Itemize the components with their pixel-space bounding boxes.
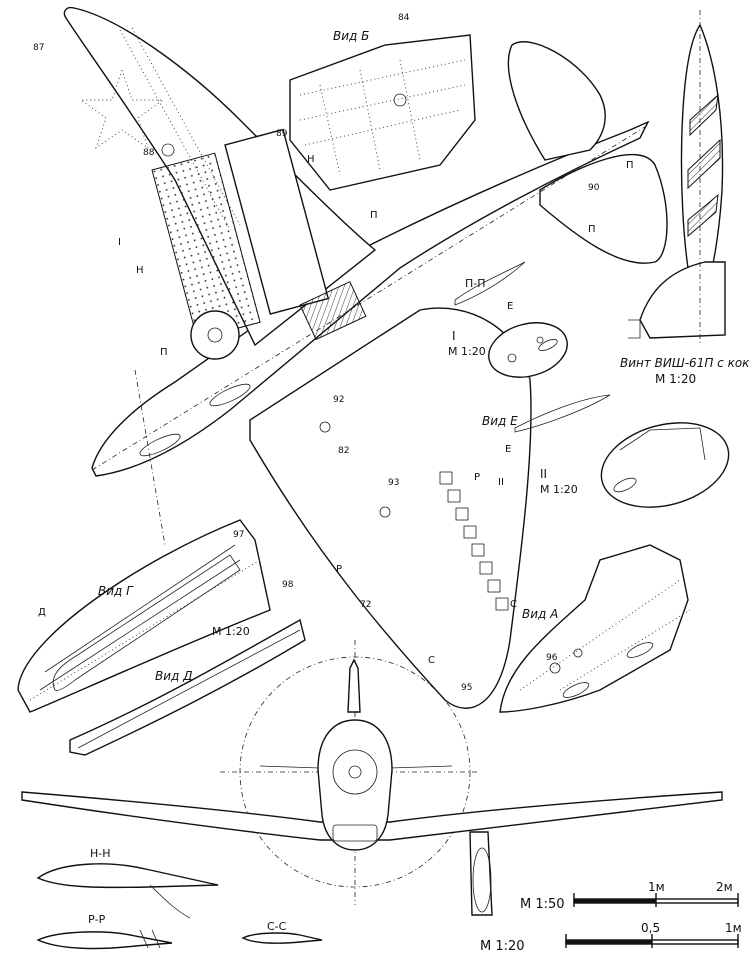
access-port-93 (379, 506, 391, 518)
section-ss-profile (241, 932, 323, 944)
access-port-88 (161, 143, 175, 157)
label-section-2: II (540, 467, 547, 481)
mark-r-mid: Р (336, 564, 342, 575)
mark-i: I (118, 237, 121, 248)
callout-96: 96 (546, 653, 558, 663)
scale-tick-1m-b: 1м (725, 921, 742, 935)
callout-82: 82 (338, 446, 349, 456)
mark-s-lower: С (428, 655, 435, 666)
mark-e-arrow: Е (505, 444, 511, 455)
label-section-1: I (452, 329, 456, 343)
label-section-nn: Н-Н (90, 847, 111, 860)
plan-stabilizer-lower (539, 154, 668, 264)
scale-bar-1-20 (565, 934, 739, 948)
scale-label-1-20: М 1:20 (480, 939, 525, 954)
mark-p-stab: П (626, 160, 634, 171)
callout-98: 98 (282, 580, 294, 590)
label-section-ss: С-С (267, 920, 287, 933)
view-g-detail (17, 519, 271, 713)
mark-p-wing: П (370, 210, 378, 221)
front-fuselage (317, 719, 393, 851)
label-section-rr: Р-Р (88, 913, 106, 926)
label-view-d: Вид Д (155, 669, 193, 683)
callout-88: 88 (143, 148, 155, 158)
propeller-caption: Винт ВИШ-61П с коком (620, 356, 750, 370)
front-fin (347, 658, 361, 713)
plan-slats-lower (439, 471, 509, 611)
label-view-a: Вид А (522, 607, 558, 621)
mark-ii: II (498, 477, 504, 488)
plan-hatched-panel (299, 281, 367, 341)
label-section-pp: П-П (465, 277, 486, 290)
mark-r-wing: Р (474, 472, 480, 483)
scale-label-1-50: М 1:50 (520, 897, 565, 912)
star-insignia (79, 68, 165, 150)
plan-wheel-bay (190, 310, 240, 360)
mark-s-wing: С (510, 599, 517, 610)
scale-tick-1m: 1м (648, 880, 665, 894)
label-section-1-scale: М 1:20 (448, 345, 486, 358)
mark-e: Е (507, 301, 513, 312)
mark-d: Д (38, 607, 46, 618)
mark-n-upper: Н (307, 154, 315, 165)
propeller-spinner (639, 261, 726, 339)
front-tailplane (259, 765, 453, 769)
label-view-b: Вид Б (333, 29, 369, 43)
label-view-e: Вид Е (482, 414, 518, 428)
plan-fuselage (91, 120, 650, 477)
view-b-detail (289, 34, 476, 191)
callout-84: 84 (398, 13, 410, 23)
section-details-right (454, 261, 730, 508)
callout-90: 90 (588, 183, 600, 193)
view-e-profile (514, 394, 611, 433)
propeller-detail (628, 10, 726, 345)
scale-bar-1-50 (573, 893, 739, 907)
section-I-plate (488, 322, 568, 378)
access-port-92 (319, 421, 331, 433)
plan-stabilizer-upper (507, 41, 606, 161)
section-pp-profile (454, 261, 526, 306)
view-d-detail (69, 618, 306, 756)
view-a-detail (499, 544, 691, 713)
section-II-detail (600, 422, 730, 508)
callout-89: 89 (276, 129, 288, 139)
dimension-line (134, 369, 166, 546)
section-nn-profile (36, 863, 219, 889)
callout-92: 92 (333, 395, 344, 405)
callout-87: 87 (33, 43, 44, 53)
label-section-2-scale: М 1:20 (540, 483, 578, 496)
plan-side-hatch (209, 383, 251, 407)
callout-95: 95 (461, 683, 472, 693)
label-view-g: Вид Г (98, 584, 134, 598)
scale-tick-05: 0,5 (641, 921, 660, 935)
mark-n-left: Н (136, 265, 144, 276)
callout-72: 72 (360, 600, 371, 610)
plan-cockpit-hatch (139, 433, 181, 457)
propeller-scale: М 1:20 (655, 372, 696, 386)
mark-p-left: П (160, 347, 168, 358)
section-rr-profile (36, 931, 173, 950)
mark-p-stab2: П (588, 224, 596, 235)
front-view (21, 640, 723, 916)
callout-93: 93 (388, 478, 399, 488)
airfoil-sections (36, 863, 323, 950)
callout-97: 97 (233, 530, 244, 540)
plan-flap-panel-2 (224, 128, 330, 315)
plan-slats-upper (119, 27, 241, 231)
scale-tick-2m: 2м (716, 880, 733, 894)
label-detail-scale: М 1:20 (212, 625, 250, 638)
plan-view (63, 6, 668, 709)
